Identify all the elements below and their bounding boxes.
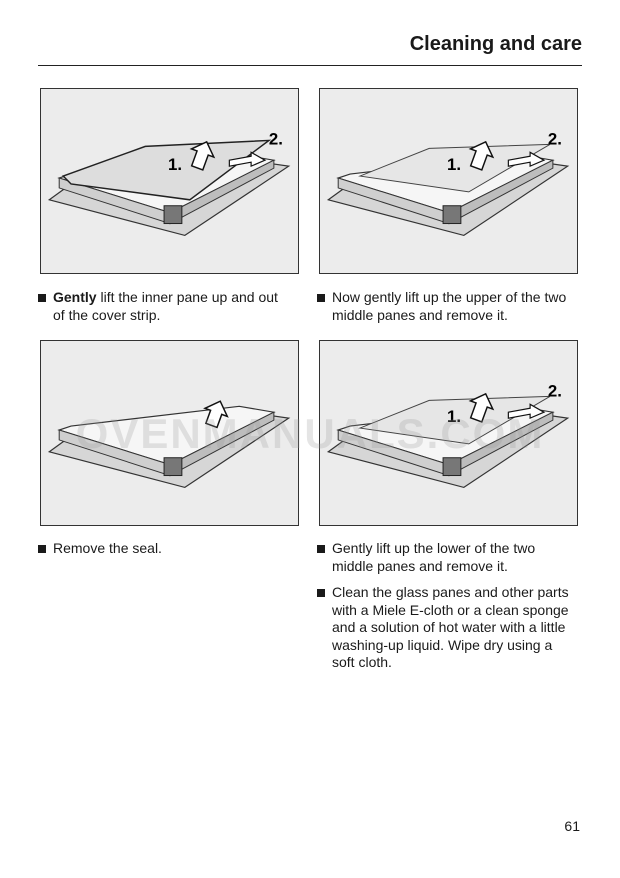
step-list-1: Gently lift the inner pane up and out of… (38, 289, 293, 333)
figure-lift-upper-middle-pane: 1. 2. (319, 88, 578, 274)
step-list-2: Now gently lift up the upper of the two … (317, 289, 572, 333)
step-item: Now gently lift up the upper of the two … (317, 289, 572, 324)
step-text: Clean the glass panes and other parts wi… (332, 584, 569, 670)
step-text: Now gently lift up the upper of the two … (332, 289, 567, 323)
step-item: Remove the seal. (38, 540, 293, 558)
page-title: Cleaning and care (409, 33, 582, 55)
step-label-2: 2. (548, 129, 562, 148)
figure-remove-seal (40, 340, 299, 526)
step-label-1: 1. (168, 155, 182, 174)
step-label-2: 2. (548, 381, 562, 400)
step-text: lift the inner pane up and out of the co… (53, 289, 278, 323)
step-emphasis: Gently (53, 289, 97, 305)
step-label-2: 2. (269, 129, 283, 148)
door-illustration (47, 400, 291, 489)
step-label-1: 1. (447, 407, 461, 426)
door-illustration: 1. 2. (47, 129, 291, 237)
step-item: Clean the glass panes and other parts wi… (317, 584, 572, 672)
figure-lift-inner-pane: 1. 2. (40, 88, 299, 274)
step-text: Gently lift up the lower of the two midd… (332, 540, 536, 574)
step-list-3: Remove the seal. (38, 540, 293, 567)
step-text: Remove the seal. (53, 540, 162, 556)
step-item: Gently lift the inner pane up and out of… (38, 289, 293, 324)
step-label-1: 1. (447, 155, 461, 174)
step-item: Gently lift up the lower of the two midd… (317, 540, 572, 575)
door-illustration: 1. 2. (326, 381, 570, 489)
page-number: 61 (564, 818, 580, 834)
door-illustration: 1. 2. (326, 129, 570, 237)
step-list-4: Gently lift up the lower of the two midd… (317, 540, 572, 681)
header-rule (38, 65, 582, 66)
figure-lift-lower-middle-pane: 1. 2. (319, 340, 578, 526)
